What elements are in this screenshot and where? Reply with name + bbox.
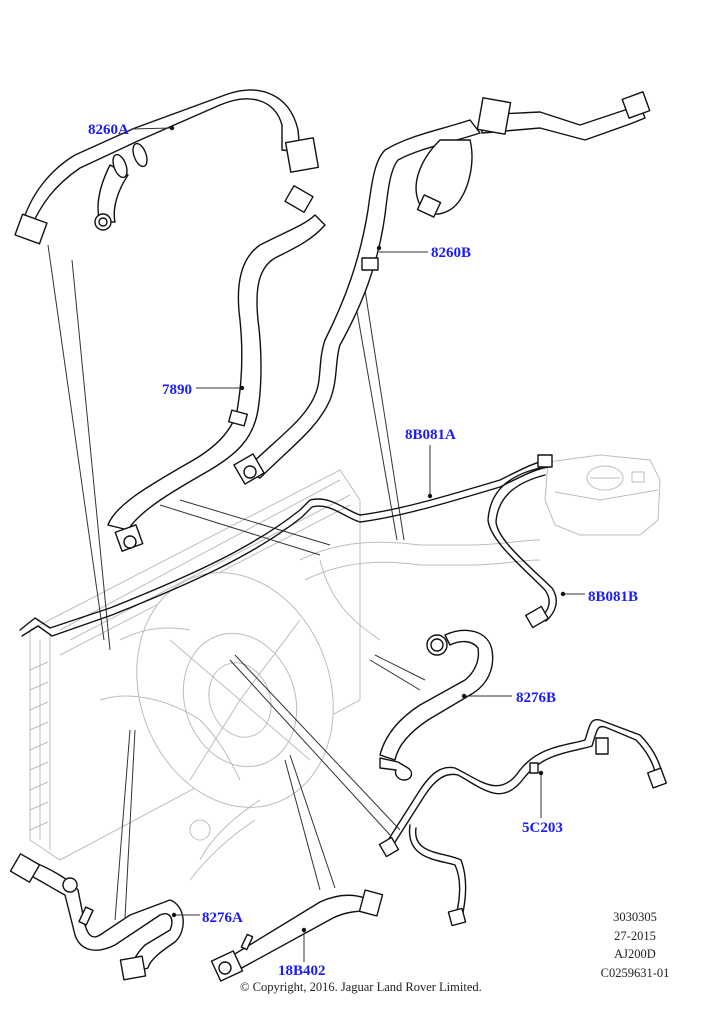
pipe-8B081B[interactable]: [487, 467, 557, 629]
callout-leaders: [130, 125, 585, 962]
pipe-8B081A[interactable]: [19, 454, 553, 637]
callout-18B402[interactable]: 18B402: [278, 963, 326, 979]
illustration-id: C0259631-01: [600, 965, 670, 980]
reference-date: 27-2015: [614, 928, 656, 943]
callout-8276A[interactable]: 8276A: [202, 910, 243, 926]
radiator-fins: [29, 661, 49, 831]
callout-5C203[interactable]: 5C203: [522, 820, 563, 836]
reference-number: 3030305: [613, 910, 657, 924]
engine-code: AJ200D: [614, 947, 656, 961]
hose-8260B[interactable]: [233, 91, 651, 485]
drawing-reference-block: 3030305 27-2015 AJ200D C0259631-01: [580, 908, 690, 982]
pipe-assembly-5C203[interactable]: [378, 718, 668, 927]
callout-8260A[interactable]: 8260A: [88, 122, 129, 138]
assembly-leader-lines: [47, 244, 426, 921]
callout-8260B[interactable]: 8260B: [431, 245, 472, 261]
callout-8B081A[interactable]: 8B081A: [405, 427, 456, 443]
expansion-tank: [544, 454, 661, 536]
hose-18B402[interactable]: [210, 889, 384, 982]
hose-8276A[interactable]: [9, 853, 184, 981]
callout-8276B[interactable]: 8276B: [516, 690, 557, 706]
callout-8B081B[interactable]: 8B081B: [588, 589, 639, 605]
hose-8260A[interactable]: [14, 89, 320, 245]
hose-8276B[interactable]: [379, 629, 494, 781]
radiator-fan-assembly-background: [29, 454, 661, 881]
copyright-notice: © Copyright, 2016. Jaguar Land Rover Lim…: [240, 980, 482, 994]
callout-7890[interactable]: 7890: [162, 382, 192, 398]
hose-7890[interactable]: [107, 185, 326, 552]
